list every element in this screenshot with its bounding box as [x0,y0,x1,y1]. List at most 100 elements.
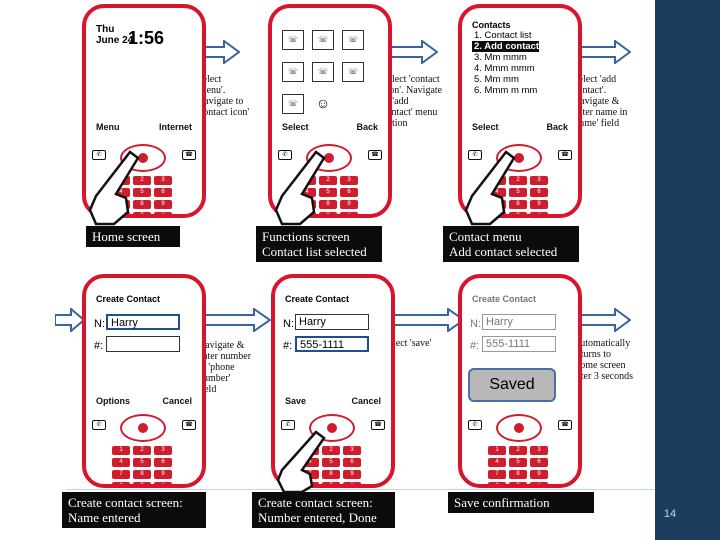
menu-item-selected[interactable]: 2. Add contact [472,41,540,52]
key-button[interactable]: 1 [298,176,316,185]
key-button[interactable]: 8 [509,470,527,479]
name-field[interactable]: Harry [295,314,369,330]
number-field[interactable] [106,336,180,352]
end-call-icon[interactable]: ☎ [182,420,196,430]
key-button[interactable]: 3 [530,176,548,185]
nav-pad-icon[interactable] [496,144,542,172]
softkey-cancel[interactable]: Cancel [162,396,192,406]
key-button[interactable]: 0 [319,212,337,214]
key-button[interactable]: 2 [509,176,527,185]
key-button[interactable]: 4 [112,188,130,197]
end-call-icon[interactable]: ☎ [558,420,572,430]
ok-key[interactable] [324,153,334,163]
end-call-icon[interactable]: ☎ [368,150,382,160]
phone-icon[interactable]: ☏ [282,62,304,82]
key-button[interactable]: 7 [488,200,506,209]
key-button[interactable]: * [112,482,130,484]
key-button[interactable]: * [488,482,506,484]
key-button[interactable]: 5 [133,458,151,467]
softkey-cancel[interactable]: Cancel [351,396,381,406]
key-button[interactable]: 1 [112,176,130,185]
key-button[interactable]: 3 [530,446,548,455]
key-button[interactable]: 2 [509,446,527,455]
nav-pad-icon[interactable] [306,144,352,172]
softkey-back[interactable]: Back [546,122,568,132]
key-button[interactable]: 0 [322,482,340,484]
key-button[interactable]: 2 [133,176,151,185]
key-button[interactable]: # [530,482,548,484]
nav-pad-icon[interactable] [120,414,166,442]
key-button[interactable]: # [340,212,358,214]
key-button[interactable]: 8 [509,200,527,209]
phone-icon[interactable]: ☏ [342,30,364,50]
menu-item[interactable]: 5. Mm mm [474,74,519,85]
key-button[interactable]: 0 [509,482,527,484]
key-button[interactable]: 5 [509,188,527,197]
key-button[interactable]: 3 [340,176,358,185]
nav-pad-icon[interactable] [496,414,542,442]
key-button[interactable]: 8 [133,470,151,479]
ok-key[interactable] [138,423,148,433]
key-button[interactable]: 8 [319,200,337,209]
softkey-select[interactable]: Select [472,122,499,132]
key-button[interactable]: 5 [509,458,527,467]
key-button[interactable]: 3 [154,446,172,455]
key-button[interactable]: 5 [322,458,340,467]
end-call-icon[interactable]: ☎ [182,150,196,160]
menu-item[interactable]: 6. Mmm m mm [474,85,538,96]
nav-pad-icon[interactable] [309,414,355,442]
key-button[interactable]: 9 [340,200,358,209]
key-button[interactable]: 7 [112,200,130,209]
call-icon[interactable]: ✆ [468,420,482,430]
nav-pad-icon[interactable] [120,144,166,172]
call-icon[interactable]: ✆ [92,150,106,160]
name-field[interactable]: Harry [106,314,180,330]
key-button[interactable]: 8 [133,200,151,209]
call-icon[interactable]: ✆ [468,150,482,160]
key-button[interactable]: 0 [133,212,151,214]
menu-item[interactable]: 3. Mm mmm [474,52,527,63]
key-button[interactable]: 7 [112,470,130,479]
key-button[interactable]: 4 [488,458,506,467]
key-button[interactable]: 6 [154,458,172,467]
key-button[interactable]: 6 [340,188,358,197]
key-button[interactable]: 1 [301,446,319,455]
contact-face-icon[interactable]: ☺ [315,95,331,111]
key-button[interactable]: 4 [488,188,506,197]
key-button[interactable]: 9 [154,470,172,479]
key-button[interactable]: 6 [530,188,548,197]
key-button[interactable]: 4 [301,458,319,467]
number-field[interactable]: 555-1111 [295,336,369,352]
softkey-menu[interactable]: Menu [96,122,120,132]
key-button[interactable]: 5 [133,188,151,197]
key-button[interactable]: 7 [298,200,316,209]
key-button[interactable]: 4 [112,458,130,467]
key-button[interactable]: * [112,212,130,214]
menu-item[interactable]: 4. Mmm mmm [474,63,535,74]
ok-key[interactable] [327,423,337,433]
phone-icon[interactable]: ☏ [342,62,364,82]
phone-icon[interactable]: ☏ [312,30,334,50]
softkey-back[interactable]: Back [356,122,378,132]
key-button[interactable]: 0 [133,482,151,484]
key-button[interactable]: 2 [322,446,340,455]
phone-icon[interactable]: ☏ [312,62,334,82]
key-button[interactable]: 2 [133,446,151,455]
softkey-options[interactable]: Options [96,396,130,406]
key-button[interactable]: 9 [530,470,548,479]
key-button[interactable]: 9 [530,200,548,209]
key-button[interactable]: 2 [319,176,337,185]
softkey-internet[interactable]: Internet [158,122,192,132]
key-button[interactable]: 6 [154,188,172,197]
softkey-save[interactable]: Save [285,396,307,406]
key-button[interactable]: # [154,482,172,484]
end-call-icon[interactable]: ☎ [371,420,385,430]
key-button[interactable]: 3 [343,446,361,455]
key-button[interactable]: 3 [154,176,172,185]
key-button[interactable]: # [343,482,361,484]
phone-icon[interactable]: ☏ [282,94,304,114]
key-button[interactable]: 0 [509,212,527,214]
key-button[interactable]: 4 [298,188,316,197]
key-button[interactable]: 1 [488,446,506,455]
key-button[interactable]: # [154,212,172,214]
